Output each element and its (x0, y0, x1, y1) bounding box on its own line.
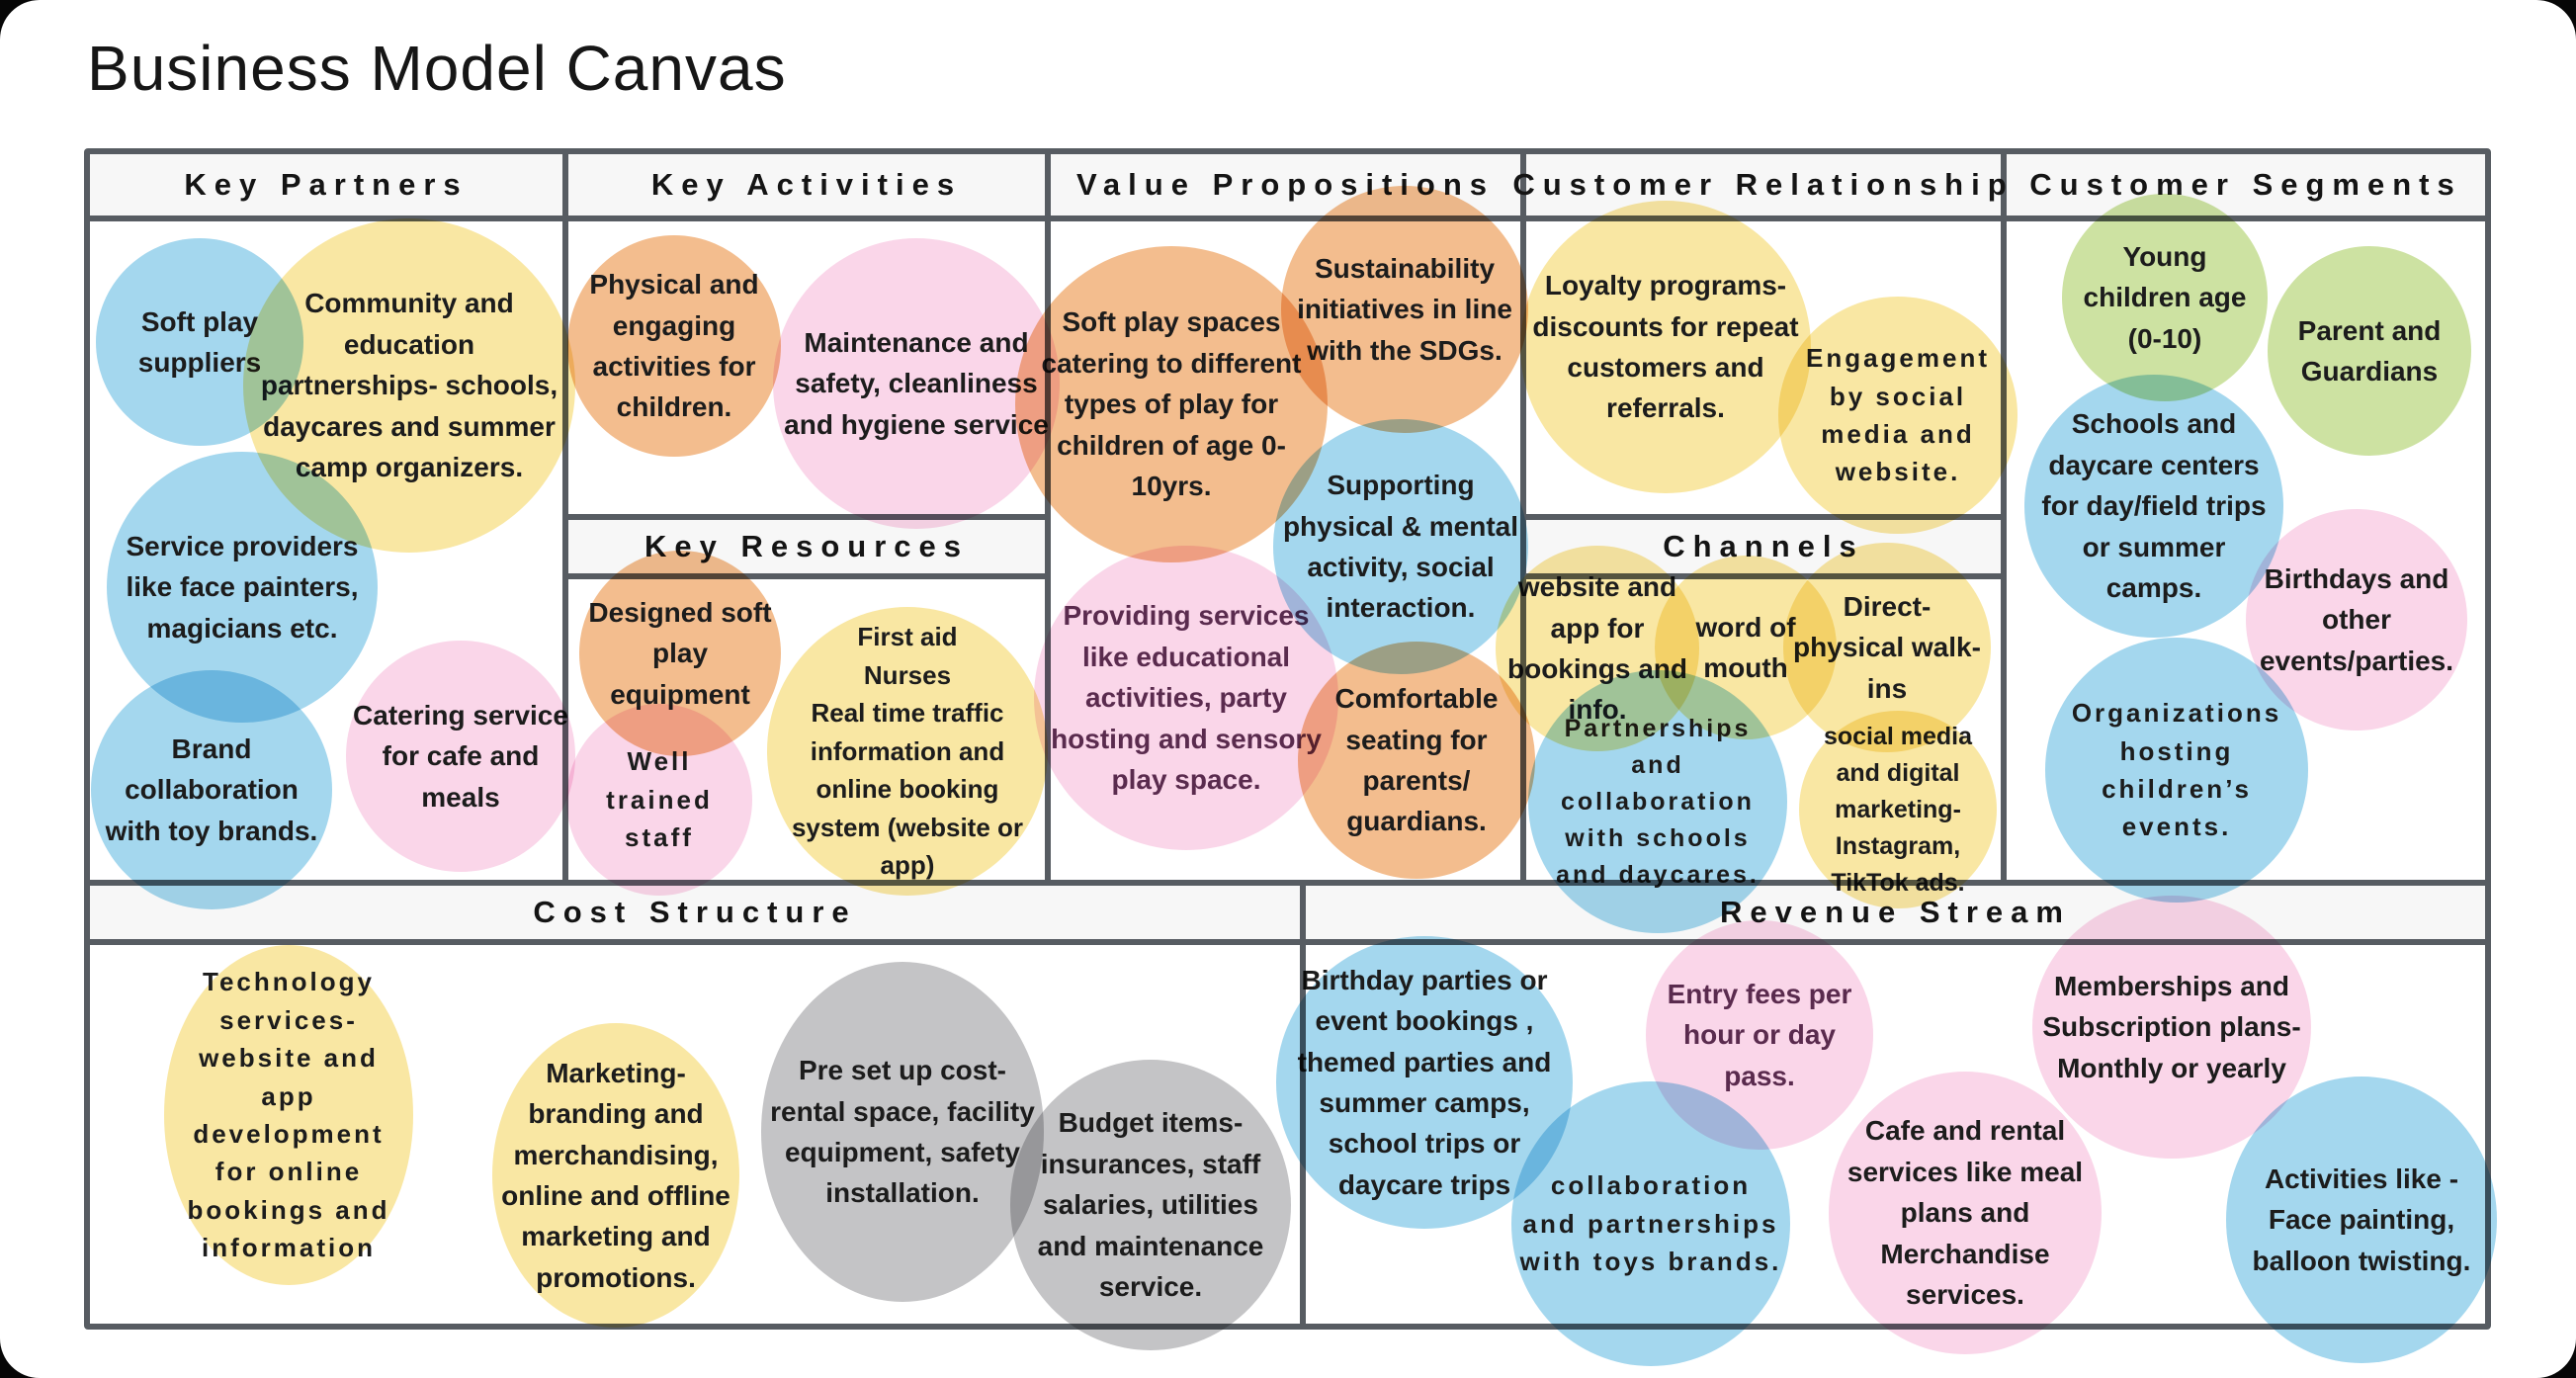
bubble-text: Memberships and Subscription plans- Mont… (2042, 970, 2301, 1083)
bubble-providing-services: Providing services like educational acti… (1034, 546, 1338, 850)
bubble-text: Organizations hosting children’s events. (2071, 698, 2282, 842)
bubble-first-aid-booking-system: First aid Nurses Real time traffic infor… (767, 607, 1048, 896)
bubble-well-trained-staff: Well trained staff (566, 704, 752, 896)
bubble-soft-play-spaces: Soft play spaces catering to different t… (1015, 246, 1328, 562)
bubble-text: Comfortable seating for parents/ guardia… (1334, 683, 1499, 837)
bubble-cafe-rental-services: Cafe and rental services like meal plans… (1829, 1072, 2102, 1354)
bubble-text: Pre set up cost- rental space, facility … (770, 1055, 1035, 1209)
bubble-community-education-partnerships: Community and education partnerships- sc… (243, 218, 575, 553)
bubble-text: Engagement by social media and website. (1805, 343, 1991, 487)
bubble-text: collaboration and partnerships with toys… (1519, 1170, 1782, 1277)
bubble-social-engagement: Engagement by social media and website. (1778, 297, 2018, 534)
bubble-setup-costs: Pre set up cost- rental space, facility … (761, 962, 1044, 1302)
bubble-brand-collaboration: Brand collaboration with toy brands. (91, 670, 332, 909)
bubble-text: Maintenance and safety, cleanliness and … (784, 326, 1049, 440)
bubble-text: Young children age (0-10) (2083, 240, 2247, 354)
bubble-toy-brand-partnerships: collaboration and partnerships with toys… (1511, 1081, 1790, 1366)
bubble-text: Budget items- insurances, staff salaries… (1037, 1107, 1264, 1303)
bubble-physical-activities: Physical and engaging activities for chi… (567, 235, 781, 457)
bubble-supporting-activity: Supporting physical & mental activity, s… (1273, 419, 1528, 674)
bubble-text: Sustainability initiatives in line with … (1297, 252, 1512, 366)
bubble-activity-fees: Activities like - Face painting, balloon… (2226, 1077, 2497, 1363)
bubble-text: Well trained staff (606, 746, 713, 853)
bubble-memberships: Memberships and Subscription plans- Mont… (2032, 896, 2311, 1159)
bubble-school-partnerships: Partnerships and collaboration with scho… (1528, 670, 1787, 933)
bubble-text: First aid Nurses Real time traffic infor… (791, 622, 1024, 881)
bubble-catering-service: Catering service for cafe and meals (346, 641, 575, 872)
bubble-digital-marketing: social media and digital marketing- Inst… (1799, 711, 1997, 908)
bubble-text: Designed soft play equipment (588, 596, 772, 710)
bubble-text: Providing services like educational acti… (1051, 600, 1322, 796)
bubble-text: Soft play spaces catering to different t… (1041, 306, 1302, 502)
bubble-parents-guardians: Parent and Guardians (2268, 246, 2471, 456)
bubble-text: Cafe and rental services like meal plans… (1846, 1115, 2084, 1311)
bubble-text: Activities like - Face painting, balloon… (2252, 1163, 2471, 1276)
bubble-text: Technology services- website and app dev… (187, 967, 390, 1263)
bubble-text: Birthday parties or event bookings , the… (1297, 964, 1552, 1200)
bubble-text: Birthdays and other events/parties. (2259, 562, 2454, 676)
header-key-partners: Key Partners (90, 154, 562, 215)
bubble-text: Supporting physical & mental activity, s… (1282, 470, 1519, 624)
bubble-text: Loyalty programs- discounts for repeat c… (1532, 270, 1799, 424)
bubble-text: Community and education partnerships- sc… (260, 288, 558, 483)
bubble-text: Parent and Guardians (2297, 314, 2442, 387)
bubble-text: Marketing- branding and merchandising, o… (501, 1057, 730, 1293)
bubble-marketing-costs: Marketing- branding and merchandising, o… (492, 1023, 739, 1328)
bubble-text: Brand collaboration with toy brands. (105, 732, 318, 846)
page-title: Business Model Canvas (87, 33, 787, 104)
bubble-text: social media and digital marketing- Inst… (1823, 722, 1973, 897)
bubble-budget-items: Budget items- insurances, staff salaries… (1010, 1060, 1291, 1350)
bubble-loyalty-programs: Loyalty programs- discounts for repeat c… (1520, 201, 1811, 493)
header-customer-relationship: Customer Relationship (1512, 154, 2007, 215)
header-customer-segments: Customer Segments (2007, 154, 2485, 215)
bubble-text: Schools and daycare centers for day/fiel… (2041, 408, 2267, 604)
bubble-text: Service providers like face painters, ma… (126, 530, 359, 644)
bubble-text: Entry fees per hour or day pass. (1667, 978, 1852, 1091)
bubble-technology-services: Technology services- website and app dev… (164, 945, 413, 1285)
bubble-organizations-events: Organizations hosting children’s events. (2045, 638, 2308, 903)
bubble-text: Soft play suppliers (137, 305, 262, 378)
header-key-activities: Key Activities (568, 154, 1045, 215)
bubble-sustainability-sdgs: Sustainability initiatives in line with … (1281, 186, 1528, 433)
bubble-text: Direct- physical walk- ins (1793, 590, 1981, 704)
bubble-comfortable-seating: Comfortable seating for parents/ guardia… (1298, 642, 1535, 879)
bubble-text: Catering service for cafe and meals (353, 699, 568, 813)
bubble-young-children: Young children age (0-10) (2062, 194, 2268, 401)
bubble-text: word of mouth (1695, 611, 1796, 683)
bubble-maintenance-safety: Maintenance and safety, cleanliness and … (773, 238, 1060, 529)
bubble-schools-daycares: Schools and daycare centers for day/fiel… (2024, 375, 2283, 638)
header-value-propositions: Value Propositions (1051, 154, 1520, 215)
header-cost-structure: Cost Structure (90, 886, 1300, 939)
bubble-text: Partnerships and collaboration with scho… (1556, 714, 1760, 889)
bubble-text: Physical and engaging activities for chi… (589, 269, 759, 423)
